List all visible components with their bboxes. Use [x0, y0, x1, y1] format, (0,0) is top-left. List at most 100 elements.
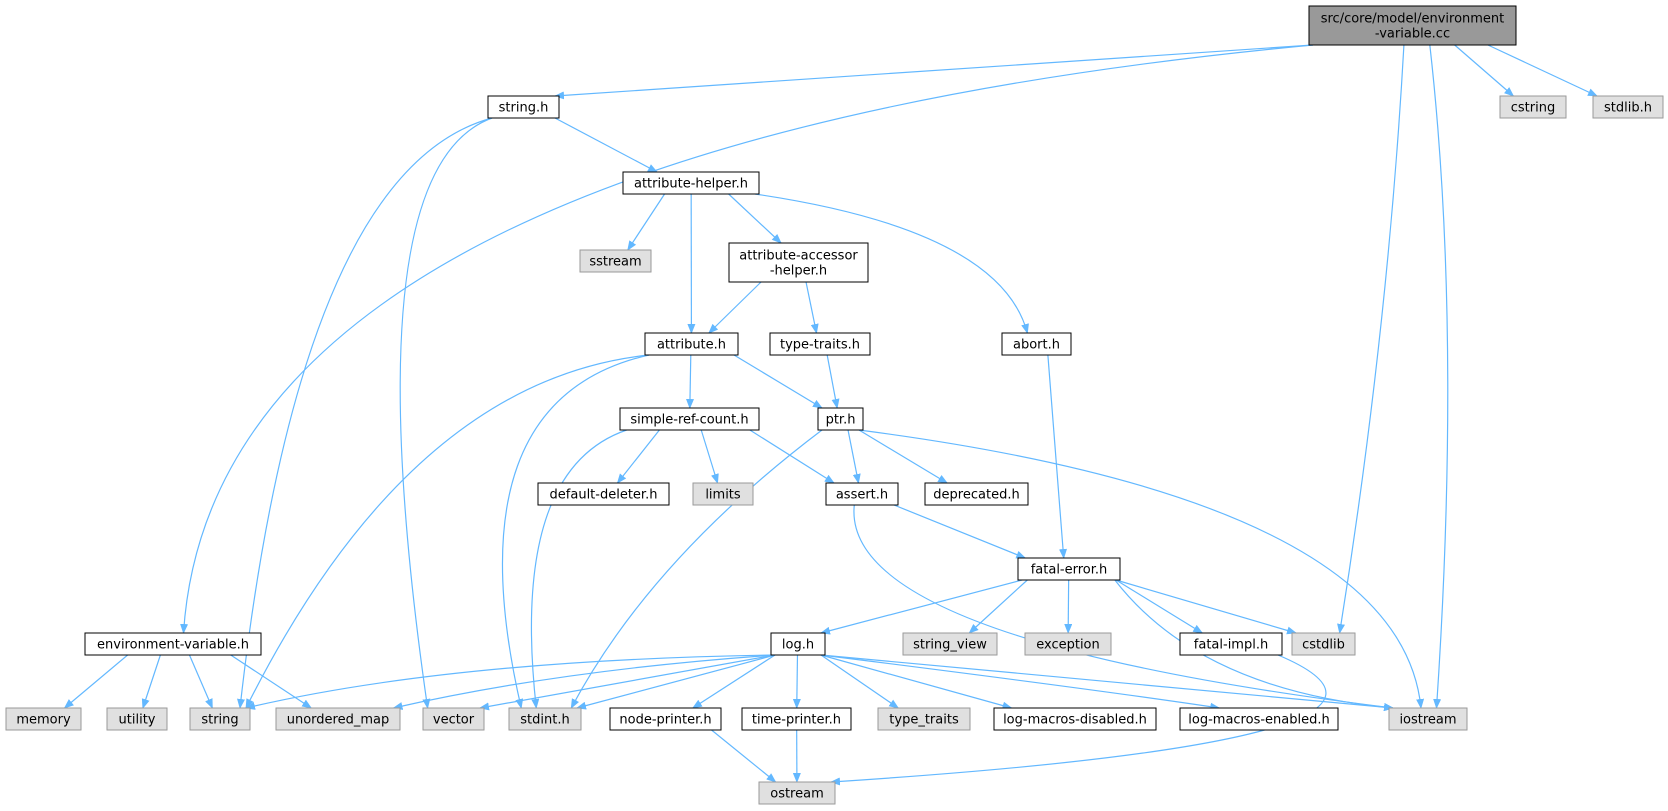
edge-ptr-h-to-stdint-h — [570, 429, 823, 709]
node-label: fatal-impl.h — [1194, 638, 1268, 653]
node-deprecated-h[interactable]: deprecated.h — [924, 482, 1029, 506]
edge-simple-ref-count-h-to-limits — [700, 429, 719, 484]
edge-string-h-to-attribute-helper-h — [554, 117, 658, 173]
node-box — [1308, 5, 1517, 46]
node-box — [487, 95, 560, 119]
node-label: src/core/model/environment — [1321, 12, 1505, 27]
node-label: type-traits.h — [780, 338, 860, 353]
node-box — [1592, 95, 1664, 119]
edge-attribute-h-to-stdint-h — [501, 354, 650, 709]
edge-string-h-to-vector — [399, 117, 493, 709]
edge-ptr-h-to-assert-h — [847, 429, 861, 484]
edge-log-h-to-vector — [479, 654, 776, 711]
edge-root-to-cstring — [1454, 44, 1515, 97]
node-label: stdint.h — [520, 713, 569, 728]
node-node-printer-h[interactable]: node-printer.h — [609, 707, 722, 731]
nodes-layer: src/core/model/environment-variable.cc st… — [5, 5, 1664, 805]
node-box — [579, 249, 652, 273]
node-label: string_view — [913, 638, 987, 653]
node-box — [1017, 557, 1121, 581]
node-box — [741, 707, 852, 731]
edge-simple-ref-count-h-to-assert-h — [749, 429, 835, 484]
node-utility: utility — [106, 707, 168, 731]
node-fatal-impl-h[interactable]: fatal-impl.h — [1179, 632, 1283, 656]
edge-log-h-to-node-printer-h — [692, 654, 776, 709]
node-label: vector — [433, 713, 475, 728]
node-default-deleter-h[interactable]: default-deleter.h — [537, 482, 670, 506]
node-attribute-h[interactable]: attribute.h — [644, 332, 739, 356]
edge-log-h-to-log-macros-enabled-h — [820, 654, 1221, 711]
node-stdlib-h: stdlib.h — [1592, 95, 1664, 119]
node-string-h[interactable]: string.h — [487, 95, 560, 119]
node-type-traits: type_traits — [877, 707, 971, 731]
edge-log-h-to-unordered-map — [392, 654, 776, 710]
node-box — [1388, 707, 1468, 731]
node-box — [902, 632, 998, 656]
node-time-printer-h[interactable]: time-printer.h — [741, 707, 852, 731]
node-box — [1291, 632, 1356, 656]
edge-ptr-h-to-iostream — [858, 429, 1425, 709]
node-box — [924, 482, 1029, 506]
node-label: default-deleter.h — [550, 488, 658, 503]
node-box — [84, 632, 262, 656]
node-type-traits-h[interactable]: type-traits.h — [769, 332, 871, 356]
edge-log-h-to-log-macros-disabled-h — [820, 654, 1013, 710]
node-cstring: cstring — [1499, 95, 1567, 119]
node-box — [644, 332, 739, 356]
node-label: string — [201, 713, 238, 728]
edge-log-h-to-iostream — [820, 654, 1394, 712]
node-memory: memory — [5, 707, 82, 731]
node-label: string.h — [499, 101, 549, 116]
node-label: stdlib.h — [1604, 101, 1652, 116]
node-root[interactable]: src/core/model/environment-variable.cc — [1308, 5, 1517, 46]
node-label: -variable.cc — [1375, 27, 1450, 42]
node-environment-variable-h[interactable]: environment-variable.h — [84, 632, 262, 656]
edge-fatal-error-h-to-iostream — [1114, 579, 1394, 712]
edge-root-to-environment-variable-h — [180, 44, 1314, 634]
node-label: fatal-error.h — [1031, 563, 1108, 578]
node-label: -helper.h — [770, 264, 827, 279]
node-label: memory — [16, 713, 71, 728]
edge-attribute-accessor-helper-h-to-attribute-h — [708, 281, 762, 334]
node-label: unordered_map — [287, 713, 390, 728]
node-box — [508, 707, 582, 731]
node-ptr-h[interactable]: ptr.h — [817, 407, 864, 431]
edge-environment-variable-h-to-unordered-map — [230, 654, 313, 709]
edge-attribute-helper-h-to-sstream — [627, 193, 666, 251]
node-attribute-helper-h[interactable]: attribute-helper.h — [622, 171, 760, 195]
node-log-macros-disabled-h[interactable]: log-macros-disabled.h — [993, 707, 1157, 731]
node-label: iostream — [1399, 713, 1456, 728]
node-fatal-error-h[interactable]: fatal-error.h — [1017, 557, 1121, 581]
edge-log-h-to-stdint-h — [576, 654, 776, 710]
node-label: environment-variable.h — [97, 638, 249, 653]
node-label: ptr.h — [826, 413, 856, 428]
node-box — [769, 332, 871, 356]
node-label: attribute-accessor — [739, 249, 858, 264]
edge-fatal-error-h-to-fatal-impl-h — [1115, 579, 1204, 634]
node-box — [5, 707, 82, 731]
node-label: type_traits — [889, 713, 959, 728]
edge-assert-h-to-iostream — [853, 504, 1394, 711]
node-exception: exception — [1024, 632, 1112, 656]
node-box — [692, 482, 754, 506]
node-box — [877, 707, 971, 731]
edge-environment-variable-h-to-string — [188, 654, 213, 709]
edge-assert-h-to-fatal-error-h — [893, 504, 1027, 559]
node-assert-h[interactable]: assert.h — [825, 482, 899, 506]
node-simple-ref-count-h[interactable]: simple-ref-count.h — [619, 407, 760, 431]
node-log-macros-enabled-h[interactable]: log-macros-enabled.h — [1179, 707, 1339, 731]
node-iostream: iostream — [1388, 707, 1468, 731]
node-log-h[interactable]: log.h — [770, 632, 826, 656]
node-label: cstring — [1511, 101, 1555, 116]
node-abort-h[interactable]: abort.h — [1001, 332, 1072, 356]
edge-fatal-error-h-to-cstdlib — [1115, 579, 1297, 635]
node-box — [1179, 707, 1339, 731]
edge-log-h-to-string — [245, 654, 776, 710]
node-label: exception — [1036, 638, 1100, 653]
node-label: deprecated.h — [933, 488, 1019, 503]
node-box — [1001, 332, 1072, 356]
node-attribute-accessor-helper-h[interactable]: attribute-accessor-helper.h — [728, 242, 869, 283]
edge-node-printer-h-to-ostream — [711, 729, 777, 783]
edge-simple-ref-count-h-to-default-deleter-h — [616, 429, 660, 484]
node-cstdlib: cstdlib — [1291, 632, 1356, 656]
